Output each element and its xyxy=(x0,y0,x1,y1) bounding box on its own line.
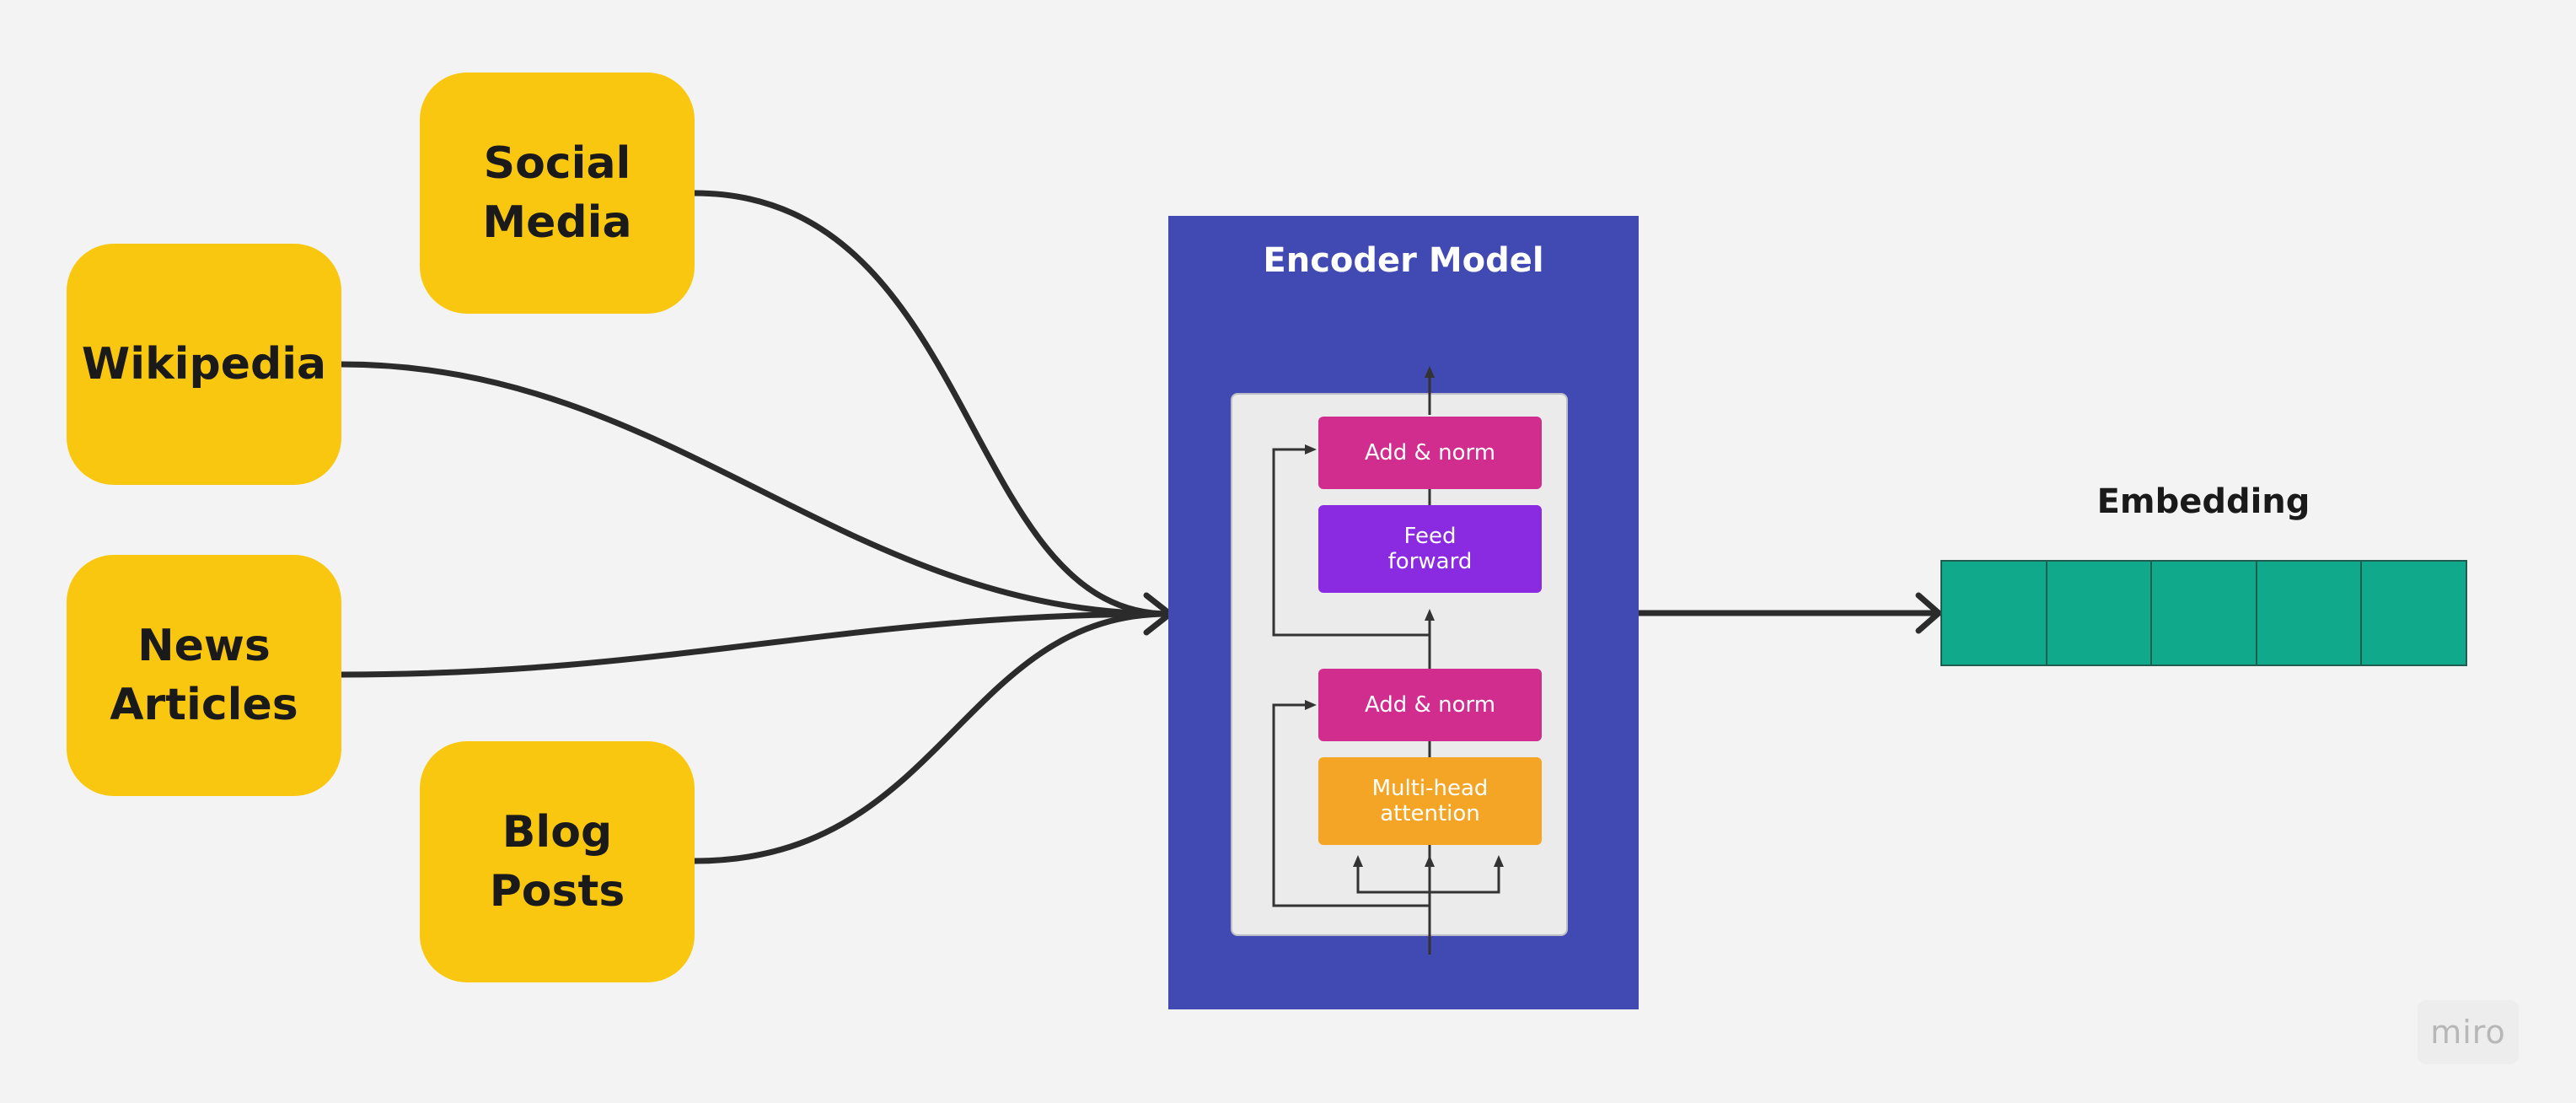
arrow-up-attention-right-icon xyxy=(1494,855,1504,867)
source-card-wikipedia[interactable]: Wikipedia xyxy=(67,244,341,485)
source-card-news-articles[interactable]: News Articles xyxy=(67,555,341,796)
source-label-social-media: Social Media xyxy=(482,138,632,248)
attention-inputs-line xyxy=(1356,865,1500,894)
source-label-news-articles: News Articles xyxy=(110,621,298,730)
connector-news-to-encoder xyxy=(338,611,1172,678)
embedding-cell xyxy=(1942,562,2047,664)
arrow-right-residual-bottom-icon xyxy=(1305,700,1317,710)
arrow-up-output-icon xyxy=(1425,366,1435,378)
source-label-blog-posts: Blog Posts xyxy=(489,807,625,917)
add-norm-block-bottom[interactable]: Add & norm xyxy=(1318,669,1542,741)
encoder-model-panel[interactable]: Encoder Model Ad xyxy=(1168,216,1639,1009)
arrow-up-ffn-icon xyxy=(1425,609,1435,621)
embedding-cell xyxy=(2362,562,2466,664)
source-card-blog-posts[interactable]: Blog Posts xyxy=(420,741,695,982)
encoder-title: Encoder Model xyxy=(1263,241,1544,280)
source-label-wikipedia: Wikipedia xyxy=(81,339,327,390)
connector-social-to-encoder xyxy=(691,190,1172,617)
arrowhead-embedding-input xyxy=(1915,592,1942,634)
embedding-title: Embedding xyxy=(2096,482,2310,521)
embedding-cell xyxy=(2152,562,2257,664)
residual-bottom-line xyxy=(1272,703,1430,907)
arrow-right-residual-top-icon xyxy=(1305,444,1317,455)
connector-wiki-to-encoder xyxy=(338,361,1172,617)
encoder-internal-connectors xyxy=(1272,366,1504,955)
add-norm-block-top[interactable]: Add & norm xyxy=(1318,417,1542,489)
arrow-up-attention-mid-icon xyxy=(1425,855,1435,867)
multi-head-attention-block[interactable]: Multi-head attention xyxy=(1318,757,1542,845)
feed-forward-block[interactable]: Feed forward xyxy=(1318,505,1542,593)
connector-blog-to-encoder xyxy=(691,611,1172,864)
embedding-vector[interactable] xyxy=(1940,560,2467,666)
miro-watermark: miro xyxy=(2418,1000,2519,1064)
embedding-cell xyxy=(2257,562,2363,664)
residual-top-line xyxy=(1272,448,1430,637)
embedding-cell xyxy=(2047,562,2153,664)
arrow-up-attention-left-icon xyxy=(1353,855,1363,867)
source-card-social-media[interactable]: Social Media xyxy=(420,73,695,314)
